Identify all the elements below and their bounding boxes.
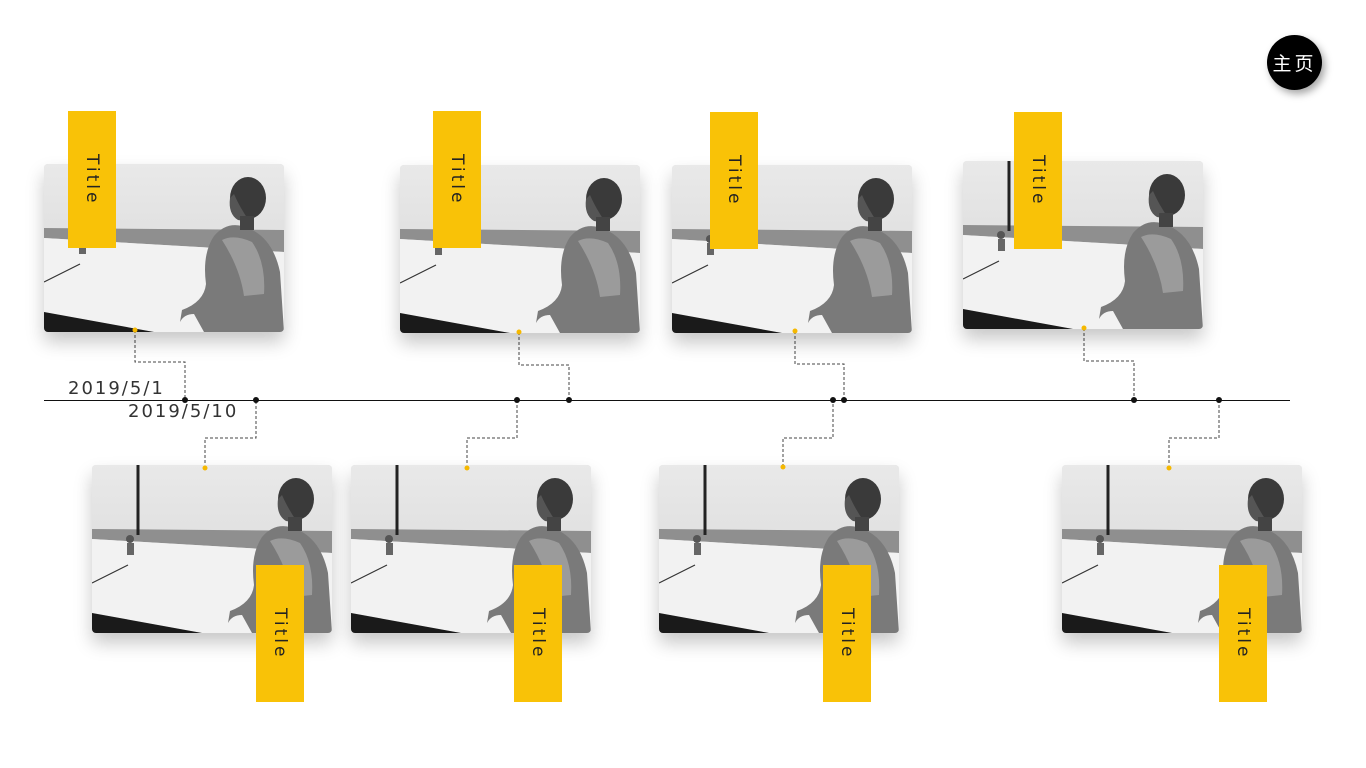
title-tag[interactable]: Title: [823, 565, 871, 702]
title-tag[interactable]: Title: [1219, 565, 1267, 702]
title-tag[interactable]: Title: [68, 111, 116, 248]
title-tag-label: Title: [528, 607, 548, 660]
timeline-node[interactable]: [1131, 397, 1137, 403]
timeline-axis: [44, 400, 1290, 401]
timeline-node[interactable]: [1216, 397, 1222, 403]
title-tag-label: Title: [1028, 154, 1048, 207]
card-anchor-dot: [792, 328, 798, 334]
timeline-node[interactable]: [514, 397, 520, 403]
timeline-date-second: 2019/5/10: [128, 401, 239, 422]
timeline-photo-card[interactable]: [92, 465, 332, 633]
timeline-node[interactable]: [182, 397, 188, 403]
home-button[interactable]: 主页: [1267, 35, 1322, 90]
card-anchor-dot: [780, 464, 786, 470]
timeline-date-start: 2019/5/1: [68, 378, 165, 399]
title-tag-label: Title: [837, 607, 857, 660]
timeline-node[interactable]: [566, 397, 572, 403]
title-tag-label: Title: [447, 153, 467, 206]
title-tag-label: Title: [270, 607, 290, 660]
card-anchor-dot: [202, 465, 208, 471]
timeline-photo-card[interactable]: [400, 165, 640, 333]
timeline-node[interactable]: [253, 397, 259, 403]
timeline-photo-card[interactable]: [351, 465, 591, 633]
title-tag[interactable]: Title: [514, 565, 562, 702]
title-tag[interactable]: Title: [433, 111, 481, 248]
timeline-node[interactable]: [830, 397, 836, 403]
title-tag[interactable]: Title: [710, 112, 758, 249]
title-tag-label: Title: [82, 153, 102, 206]
card-anchor-dot: [516, 329, 522, 335]
timeline-node[interactable]: [841, 397, 847, 403]
title-tag[interactable]: Title: [256, 565, 304, 702]
card-anchor-dot: [464, 465, 470, 471]
card-anchor-dot: [132, 327, 138, 333]
card-anchor-dot: [1081, 325, 1087, 331]
title-tag-label: Title: [724, 154, 744, 207]
title-tag[interactable]: Title: [1014, 112, 1062, 249]
timeline-photo-card[interactable]: [1062, 465, 1302, 633]
title-tag-label: Title: [1233, 607, 1253, 660]
card-anchor-dot: [1166, 465, 1172, 471]
timeline-photo-card[interactable]: [963, 161, 1203, 329]
